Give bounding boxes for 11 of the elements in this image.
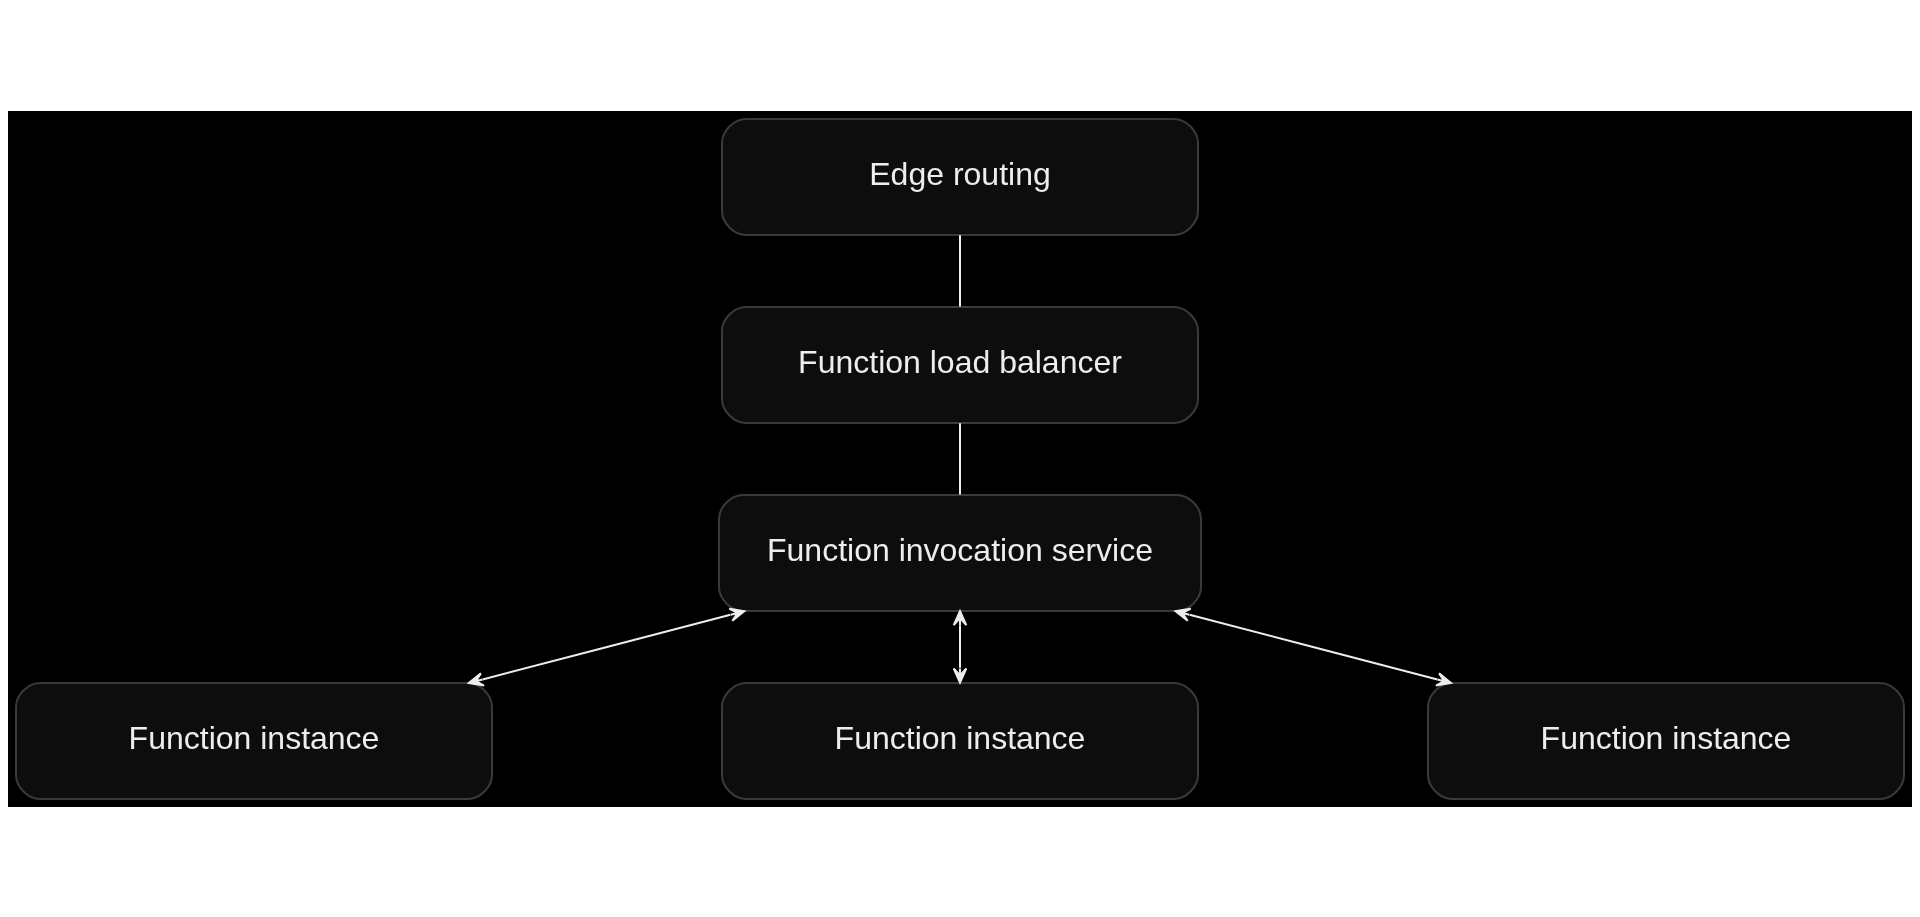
node-box: Edge routing: [721, 117, 1199, 236]
arrow: [952, 609, 968, 683]
node-box: Function instance: [15, 681, 493, 800]
node-box: Function instance: [721, 681, 1199, 800]
node-box: Function load balancer: [721, 305, 1199, 424]
connector: [959, 421, 961, 495]
connector: [959, 233, 961, 307]
arrow: [467, 607, 746, 687]
node-box: Function invocation service: [718, 493, 1202, 612]
node-box: Function instance: [1427, 681, 1905, 800]
arrow: [1174, 607, 1453, 687]
